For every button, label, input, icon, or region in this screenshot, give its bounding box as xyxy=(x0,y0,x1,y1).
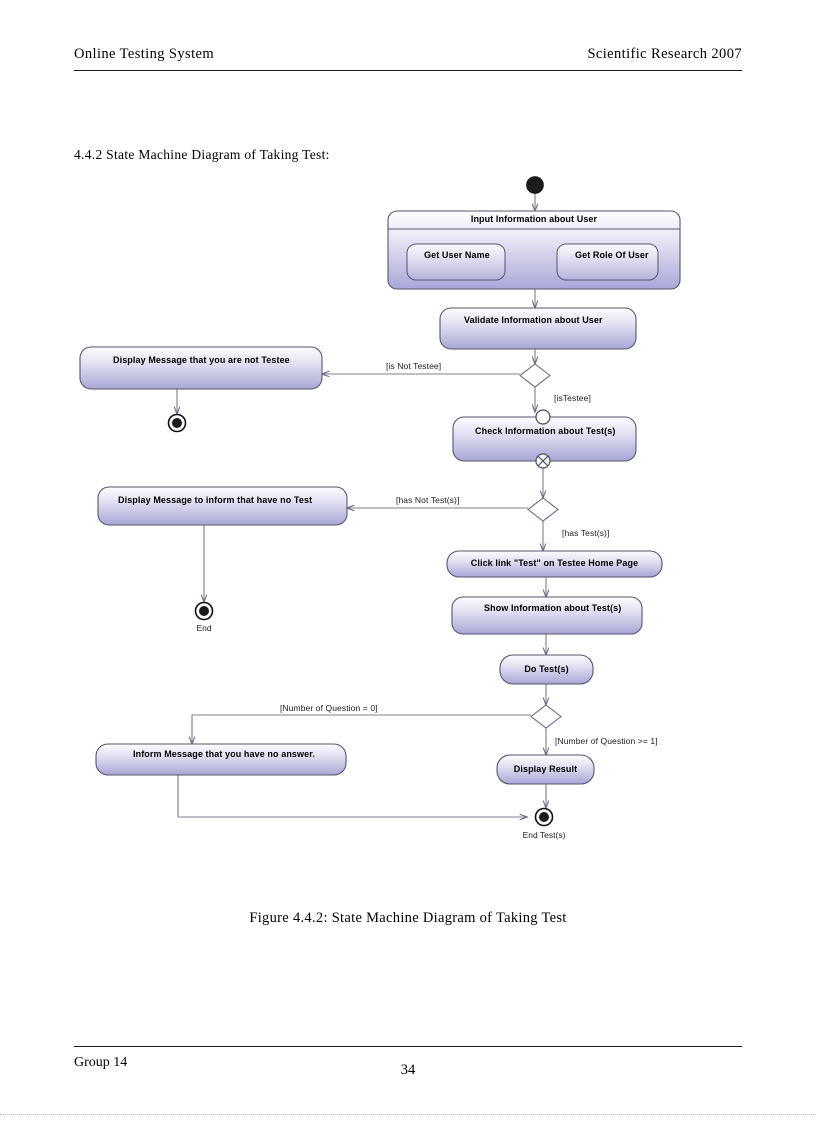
final-state-not-testee xyxy=(167,413,187,433)
diagram-canvas xyxy=(79,176,681,827)
footer-group-label: Group 14 xyxy=(74,1055,128,1070)
state-validate-information xyxy=(439,307,637,350)
page-bottom-edge xyxy=(0,1114,816,1115)
footer-divider xyxy=(74,1046,742,1047)
edge-no-answer-to-final xyxy=(177,775,527,817)
guard-is-testee: [isTestee] xyxy=(554,393,591,403)
state-display-message-no-test xyxy=(97,486,348,526)
composite-state-input-information xyxy=(387,210,681,290)
state-inform-no-answer xyxy=(95,743,347,776)
state-click-link-test xyxy=(446,550,663,578)
initial-state-node xyxy=(526,176,544,194)
substate-get-user-name xyxy=(406,243,506,281)
guard-no-question: [Number of Question = 0] xyxy=(280,703,378,713)
final-state-end-tests xyxy=(534,807,554,827)
guard-has-not-tests: [has Not Test(s)] xyxy=(396,495,460,505)
substate-get-role-of-user xyxy=(556,243,659,281)
header-divider xyxy=(74,70,742,71)
state-display-result xyxy=(496,754,595,785)
guard-is-not-testee: [is Not Testee] xyxy=(386,361,442,371)
decision-node-2 xyxy=(527,497,559,522)
header-left-text: Online Testing System xyxy=(74,46,215,62)
page-number: 34 xyxy=(400,1062,416,1078)
edge-decision3-to-no-answer xyxy=(192,714,531,744)
guard-some-question: [Number of Question >= 1] xyxy=(555,736,658,746)
state-do-tests xyxy=(499,654,594,685)
final-state-end xyxy=(194,601,214,621)
state-show-information-tests xyxy=(451,596,643,635)
entry-point-icon xyxy=(535,409,551,425)
final-state-end-caption: End xyxy=(196,623,212,633)
decision-node-3 xyxy=(530,704,562,729)
final-state-end-tests-caption: End Test(s) xyxy=(522,830,566,840)
page-header: Online Testing System Scientific Researc… xyxy=(74,46,742,76)
guard-has-tests: [has Test(s)] xyxy=(562,528,610,538)
decision-node-1 xyxy=(519,363,551,388)
state-check-information-tests xyxy=(452,409,637,469)
state-display-message-not-testee xyxy=(79,346,323,390)
transition-edges xyxy=(177,193,546,817)
section-title: 4.4.2 State Machine Diagram of Taking Te… xyxy=(74,147,330,162)
state-machine-diagram: Input Information about User Get User Na… xyxy=(0,165,816,880)
figure-caption: Figure 4.4.2: State Machine Diagram of T… xyxy=(249,910,567,926)
header-right-text: Scientific Research 2007 xyxy=(587,46,742,62)
